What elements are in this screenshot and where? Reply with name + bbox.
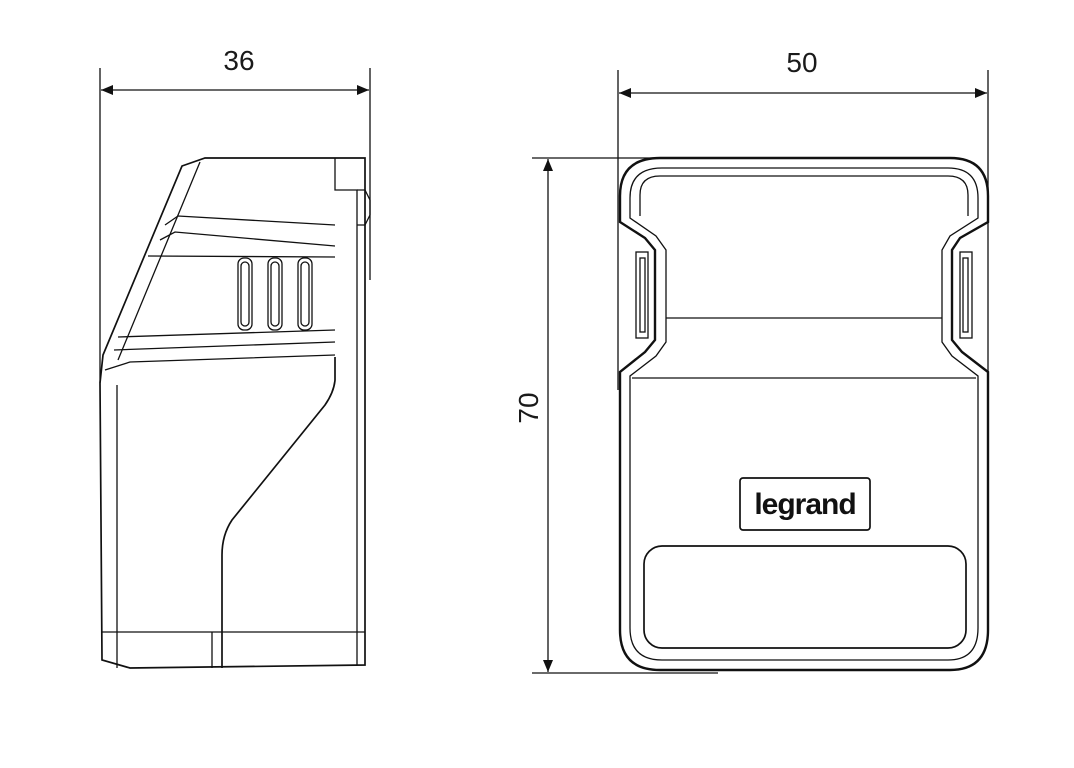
side-width-label: 36 xyxy=(223,45,254,76)
vent-slot-inner xyxy=(270,261,280,327)
front-right-clip xyxy=(959,251,973,339)
side-band-upper-b xyxy=(159,231,336,247)
front-height-dimension: 70 xyxy=(513,157,718,674)
side-vent-slots xyxy=(237,257,313,331)
side-slope-curve xyxy=(221,357,336,668)
front-width-label: 50 xyxy=(786,47,817,78)
clip-inner xyxy=(962,257,969,333)
vent-slot xyxy=(267,257,283,331)
side-view: 36 xyxy=(99,45,371,669)
side-top-edge xyxy=(117,161,201,361)
legrand-logo: legrand xyxy=(739,477,871,531)
side-band-lower-c xyxy=(104,354,336,371)
front-left-clip xyxy=(635,251,649,339)
side-band-upper-c xyxy=(147,255,336,258)
front-label-window xyxy=(643,545,967,649)
logo-frame xyxy=(739,477,871,531)
front-width-dimension: 50 xyxy=(617,47,989,390)
side-width-dimension: 36 xyxy=(99,45,371,383)
clip-outer xyxy=(635,251,649,339)
vent-slot-inner xyxy=(240,261,250,327)
side-body-outline xyxy=(99,157,366,669)
logo-text: legrand xyxy=(754,488,855,521)
vent-slot-inner xyxy=(300,261,310,327)
front-housing-outline xyxy=(618,156,990,672)
side-band-lower-b xyxy=(113,341,336,351)
front-height-label: 70 xyxy=(513,392,544,423)
vent-slot xyxy=(237,257,253,331)
front-cap-face xyxy=(639,175,969,216)
clip-inner xyxy=(639,257,646,333)
front-view: 50 70 legrand xyxy=(513,47,990,674)
front-housing-inner xyxy=(629,167,979,661)
vent-slot xyxy=(297,257,313,331)
side-back-plate xyxy=(334,158,358,665)
side-band-lower-a xyxy=(117,329,336,338)
side-band-upper-a xyxy=(164,215,336,226)
clip-outer xyxy=(959,251,973,339)
side-back-clip xyxy=(357,189,371,226)
